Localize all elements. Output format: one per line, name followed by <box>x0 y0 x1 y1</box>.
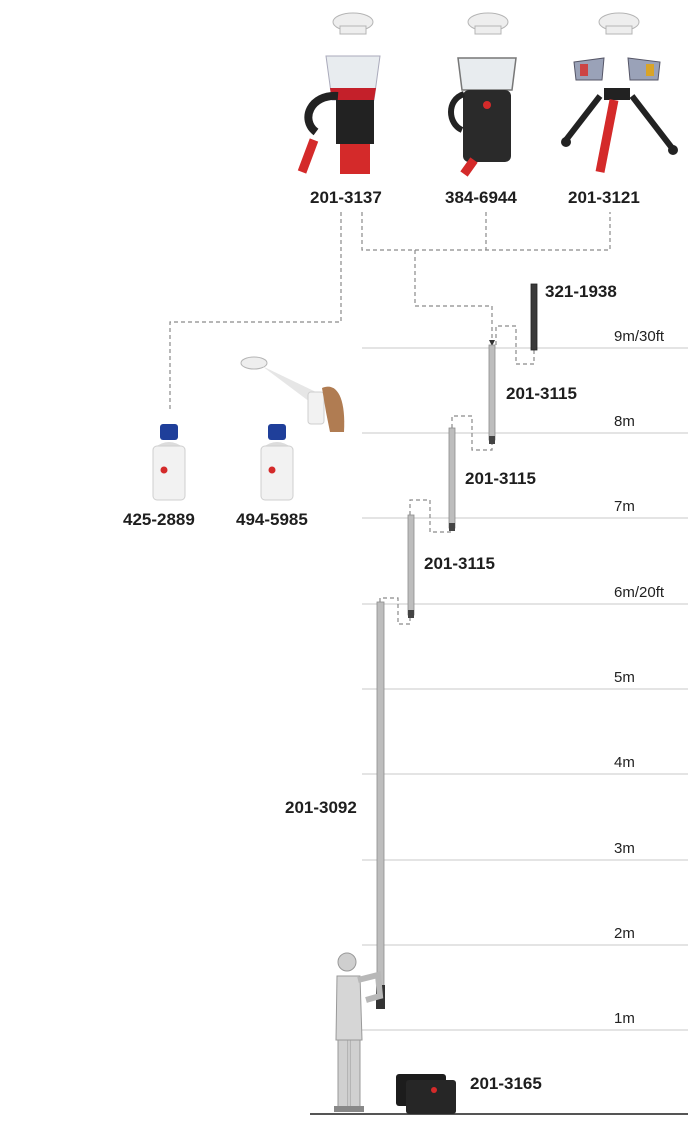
height-label-3m: 3m <box>614 840 635 857</box>
height-grid <box>310 347 688 1115</box>
heat-cup-handle <box>448 91 466 133</box>
head-201-3121-illustration <box>561 12 678 173</box>
solo-logo-icon <box>431 1087 437 1093</box>
label-spray-494-5985: 494-5985 <box>236 510 308 529</box>
head-384-6944-illustration <box>448 12 517 177</box>
label-main-pole: 201-3092 <box>285 798 357 817</box>
height-label-6m: 6m/20ft <box>614 584 665 601</box>
removal-arm-left <box>563 94 603 142</box>
detector-base <box>339 25 367 35</box>
height-label-1m: 1m <box>614 1010 635 1027</box>
height-label-4m: 4m <box>614 754 635 771</box>
extension-pole-2 <box>448 427 456 529</box>
height-label-2m: 2m <box>614 925 635 942</box>
person-arm <box>357 971 384 1003</box>
person-leg-left <box>337 1039 349 1109</box>
label-head-201-3137: 201-3137 <box>310 188 382 207</box>
removal-hub <box>604 88 630 100</box>
connector-step-2 <box>451 415 493 451</box>
heat-cup-top <box>457 57 517 91</box>
connector-step-1 <box>495 325 535 365</box>
solo-logo-icon <box>483 101 491 109</box>
removal-arm-right <box>629 94 675 150</box>
removal-pad-right <box>646 64 654 76</box>
person-leg-right <box>349 1039 361 1109</box>
spray-can-494-5985-illustration <box>260 424 294 501</box>
person-body <box>335 975 363 1041</box>
arm-end-left <box>561 137 571 147</box>
height-labels: 9m/30ft 8m 7m 6m/20ft 5m 4m 3m 2m 1m <box>614 328 665 1027</box>
extension-pole-2-cap <box>449 523 455 531</box>
dispenser-body <box>336 100 374 144</box>
head-201-3137-illustration <box>297 12 381 174</box>
extension-pole-3-cap <box>408 610 414 618</box>
height-label-8m: 8m <box>614 413 635 430</box>
height-label-7m: 7m <box>614 498 635 515</box>
label-bag: 201-3165 <box>470 1074 542 1093</box>
person-shoes <box>334 1106 364 1112</box>
arrow-down-icon <box>489 340 495 346</box>
label-head-384-6944: 384-6944 <box>445 188 517 207</box>
connector-lines <box>169 212 611 625</box>
removal-red-pole <box>595 99 619 173</box>
connector-spray <box>169 212 342 412</box>
connector-head-tree <box>361 212 611 345</box>
dispenser-handle <box>304 91 339 136</box>
can-body <box>260 445 294 501</box>
label-extension-3: 201-3115 <box>424 554 495 573</box>
spray-in-use-illustration <box>240 356 345 432</box>
top-pole-321-1938 <box>530 283 538 351</box>
heat-cup-body <box>463 90 511 162</box>
spray-can-425-2889-illustration <box>152 424 186 501</box>
height-label-5m: 5m <box>614 669 635 686</box>
person-illustration <box>334 952 384 1112</box>
spray-mist <box>262 366 316 402</box>
dispenser-red-base <box>340 144 370 174</box>
label-extension-1: 201-3115 <box>506 384 577 403</box>
extension-pole-1-cap <box>489 436 495 444</box>
smoke-detector-icon <box>240 356 268 370</box>
can-cap <box>268 424 286 440</box>
connector-step-3 <box>409 499 453 533</box>
label-spray-425-2889: 425-2889 <box>123 510 195 529</box>
removal-cup-left <box>573 57 605 81</box>
hand-held-can <box>307 391 325 425</box>
removal-cup-right <box>627 57 661 81</box>
can-body <box>152 445 186 501</box>
person-head <box>337 952 357 972</box>
label-top-pole: 321-1938 <box>545 282 617 301</box>
dispenser-red-pole <box>297 138 319 174</box>
main-pole <box>376 601 385 1001</box>
height-label-9m: 9m/30ft <box>614 328 665 345</box>
extension-pole-3 <box>407 514 415 616</box>
solo-logo-icon <box>160 466 168 474</box>
dispenser-liquid <box>330 88 376 100</box>
heat-red-pole <box>460 157 478 177</box>
extension-pole-1 <box>488 344 496 441</box>
detector-base <box>605 25 633 35</box>
label-extension-2: 201-3115 <box>465 469 536 488</box>
arm-end-right <box>668 145 678 155</box>
connector-step-4 <box>379 597 411 625</box>
solo-logo-icon <box>268 466 276 474</box>
part-labels: 201-3137 384-6944 201-3121 321-1938 201-… <box>123 188 640 1093</box>
removal-pad-left <box>580 64 588 76</box>
bag-front <box>406 1080 456 1114</box>
carry-bag-illustration <box>396 1074 456 1114</box>
can-cap <box>160 424 178 440</box>
detector-base <box>474 25 502 35</box>
label-head-201-3121: 201-3121 <box>568 188 640 207</box>
hand-icon <box>322 386 345 432</box>
